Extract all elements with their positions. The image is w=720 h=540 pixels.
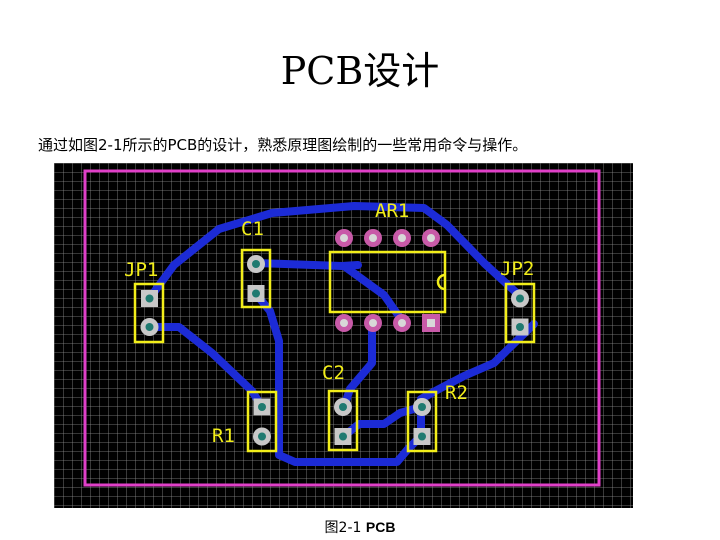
label-c1: C1 (241, 218, 264, 240)
ar1-pad-5-hole (427, 234, 435, 242)
component-pads (140, 229, 529, 446)
c1-pad-2-hole (252, 289, 260, 298)
label-ar1: AR1 (375, 200, 409, 222)
jp1-outline (133, 282, 165, 344)
trace-ar1-c2 (340, 319, 376, 411)
jp1-pad-1-hole (145, 294, 154, 303)
r1-outline (246, 390, 278, 453)
intro-text: 通过如图2-1所示的PCB的设计，熟悉原理图绘制的一些常用命令与操作。 (38, 136, 528, 154)
slide-title: PCB设计 (280, 49, 440, 93)
pcb-board (54, 163, 633, 508)
label-r2: R2 (445, 382, 468, 404)
board-outline (83, 169, 601, 487)
label-c2: C2 (322, 362, 345, 384)
pcb-layout-figure: AR1 C1 JP1 JP2 C2 R2 R1 (54, 163, 633, 508)
label-jp2: JP2 (500, 258, 534, 280)
ar1-pad-1-hole (340, 319, 348, 327)
designator-labels: AR1 C1 JP1 JP2 C2 R2 R1 (124, 200, 534, 447)
ar1-pad-2-hole (369, 319, 377, 327)
trace-jp1-ar1 (145, 202, 524, 303)
c1-pad-1-hole (252, 260, 260, 268)
r1-pad-1-hole (258, 403, 266, 411)
r1-pad-2-hole (258, 432, 266, 441)
jp2-outline (504, 282, 536, 344)
ar1-pad-4-hole (427, 319, 435, 327)
ar1-body (328, 250, 447, 314)
caption-prefix: 图2-1 (324, 520, 362, 536)
c2-outline (327, 389, 359, 452)
label-r1: R1 (212, 425, 235, 447)
ar1-pad-7-hole (369, 234, 377, 242)
jp2-pad-2-hole (516, 323, 524, 331)
figure-caption: 图2-1 PCB (0, 517, 720, 537)
r2-pad-1-hole (418, 403, 426, 411)
c2-pad-1-hole (339, 403, 347, 411)
jp2-pad-1-hole (516, 294, 524, 303)
trace-jp1-r1 (145, 323, 266, 411)
label-jp1: JP1 (124, 259, 158, 281)
ar1-pad-6-hole (398, 234, 406, 242)
r2-outline (406, 390, 438, 453)
caption-bold: PCB (365, 519, 396, 535)
c1-outline (240, 248, 272, 309)
ar1-pad-8-hole (340, 234, 348, 242)
silkscreen-layer (133, 248, 536, 453)
r2-pad-2-hole (418, 432, 426, 441)
ar1-pad-3-hole (398, 319, 406, 327)
c2-pad-2-hole (339, 432, 347, 441)
jp1-pad-2-hole (145, 323, 154, 331)
ar1-notch (436, 273, 446, 291)
